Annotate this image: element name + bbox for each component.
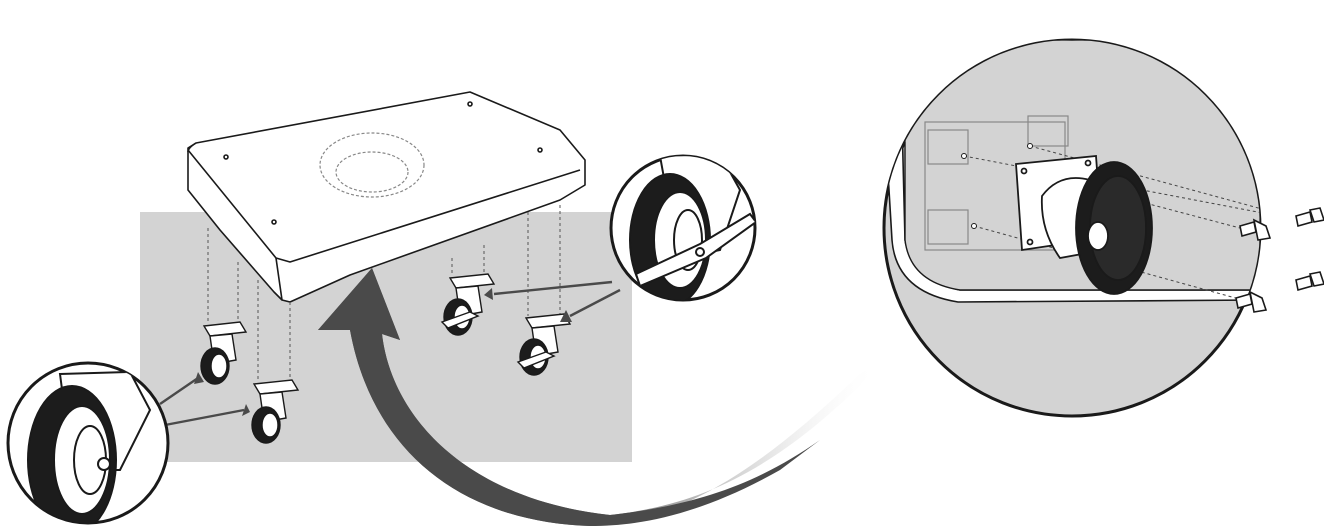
plain-caster-detail — [8, 363, 168, 527]
brake-caster-detail — [611, 154, 756, 306]
